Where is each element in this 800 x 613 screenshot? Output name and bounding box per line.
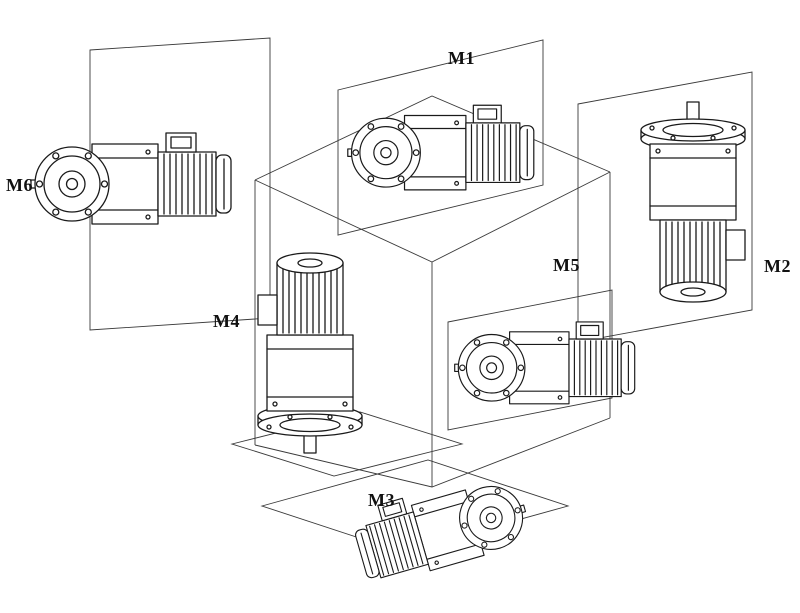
gearmotor-m4-drawing [257,252,363,454]
label-m4: M4 [213,311,240,331]
panel-m5 [447,289,613,431]
gearmotor-m1-drawing [347,104,535,191]
gearmotor-m5-drawing [454,321,636,405]
label-m1: M1 [448,48,475,68]
gearmotor-m3-drawing [348,466,535,589]
label-m3: M3 [368,490,395,510]
label-m6: M6 [6,175,33,195]
gearmotor-m2-drawing [640,101,746,303]
panel-m1 [337,39,544,236]
gearmotor-m6-drawing [30,132,232,225]
label-m2: M2 [764,256,791,276]
panel-m2 [577,71,753,343]
label-m5: M5 [553,255,580,275]
cube-outline [254,95,611,488]
